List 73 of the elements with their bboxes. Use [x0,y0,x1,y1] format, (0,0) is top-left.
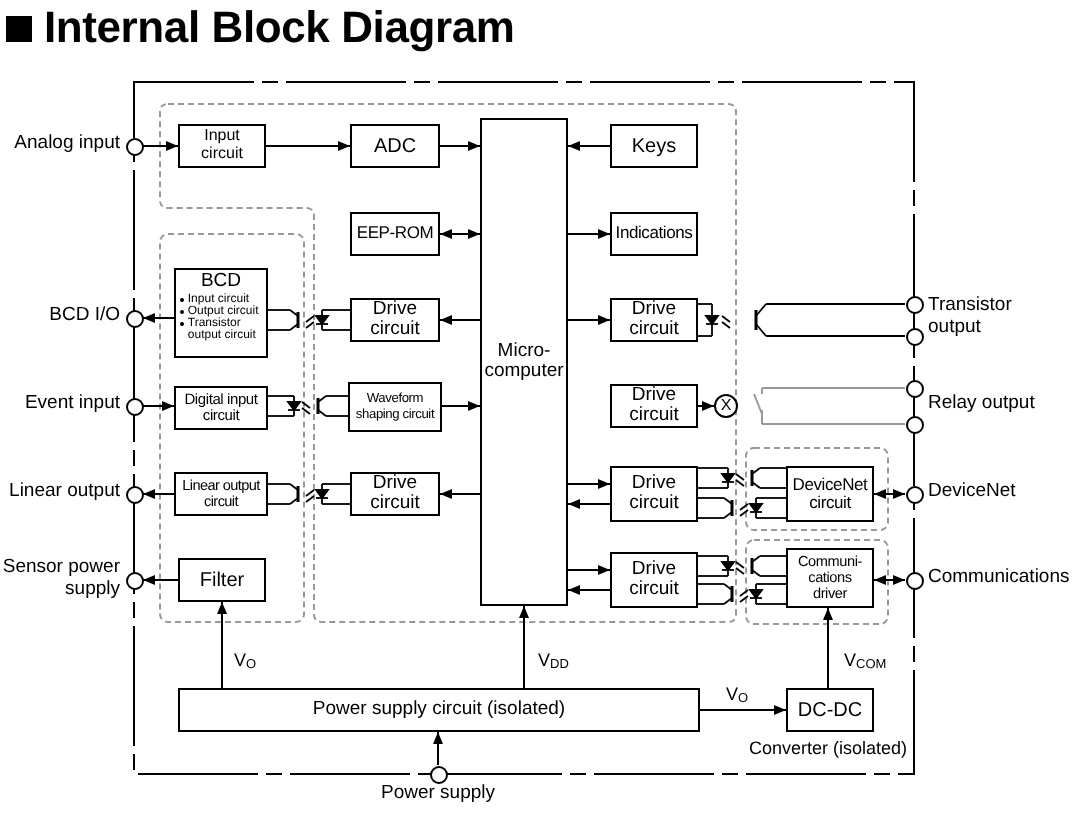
voltage-label: V$_{O}$ [724,686,751,705]
voltage-label: V$_{O}$ [232,652,259,671]
arrow [217,601,227,689]
terminal-label: Relay output [928,394,1037,416]
terminal-circle [125,137,143,155]
arrow [439,315,481,325]
arrow [567,479,611,489]
block-box: ADC [350,124,440,168]
block-box: Drive circuit [610,466,698,522]
arrow [567,141,611,151]
arrow [439,229,481,239]
relay-coil: X [714,394,738,418]
block-box: Filter [178,558,266,602]
arrow [142,141,179,151]
terminal-label: Analog input [12,134,120,156]
diagram-title: Internal Block Diagram [44,2,515,54]
terminal-label: Communications [928,568,1072,590]
terminal-label: Linear output [7,482,120,504]
terminal-circle [125,397,143,415]
arrow [433,731,443,766]
voltage-label: V$_{COM}$ [842,652,889,671]
arrow [439,489,481,499]
terminal-circle [125,571,143,589]
arrow [567,229,611,239]
block-box: Drive circuit [610,552,698,608]
block-box: Micro-computer [480,118,568,606]
arrow [567,315,611,325]
arrow [823,607,833,689]
block-box: Input circuit [178,124,266,168]
arrow [439,141,481,151]
arrow [142,575,179,585]
arrow [441,401,481,411]
arrow [873,575,906,585]
arrow [519,605,529,689]
block-box: Keys [610,124,698,168]
arrow [142,489,175,499]
block-box: DeviceNet circuit [786,466,874,522]
voltage-label: V$_{DD}$ [536,652,571,671]
terminal-label: Event input [22,394,120,416]
arrow [873,489,906,499]
terminal-label: DeviceNet [928,482,1018,504]
block-box: Drive circuit [350,472,440,516]
terminal-label: BCD I/O [47,306,120,328]
terminal-circle [125,485,143,503]
terminal-circle [429,765,447,783]
terminal-label: Converter (isolated) [746,738,910,759]
block-title: BCD [200,272,242,291]
arrow [142,401,175,411]
arrow [567,565,611,575]
terminal-label: Power supply [378,784,498,806]
terminal-circle [905,485,923,503]
block-box: Power supply circuit (isolated) [178,688,700,732]
terminal-circle [905,571,923,589]
terminal-circle [905,415,923,433]
terminal-circle [905,295,923,313]
arrow [567,585,611,595]
block-box: Indications [610,212,698,256]
arrow [699,705,787,715]
block-box [174,268,268,358]
block-box: EEP-ROM [350,212,440,256]
arrow [142,313,175,323]
block-box: DC-DC [786,688,874,732]
terminal-label: Sensor power supply [0,558,120,602]
terminal-circle [125,309,143,327]
arrow [265,141,351,151]
block-box: Drive circuit [610,298,698,342]
terminal-circle [905,379,923,397]
terminal-circle [905,327,923,345]
arrow [697,401,715,411]
arrow [567,499,611,509]
block-box: Drive circuit [610,384,698,428]
terminal-label: Transistor output [928,296,1014,340]
block-box: Drive circuit [350,298,440,342]
